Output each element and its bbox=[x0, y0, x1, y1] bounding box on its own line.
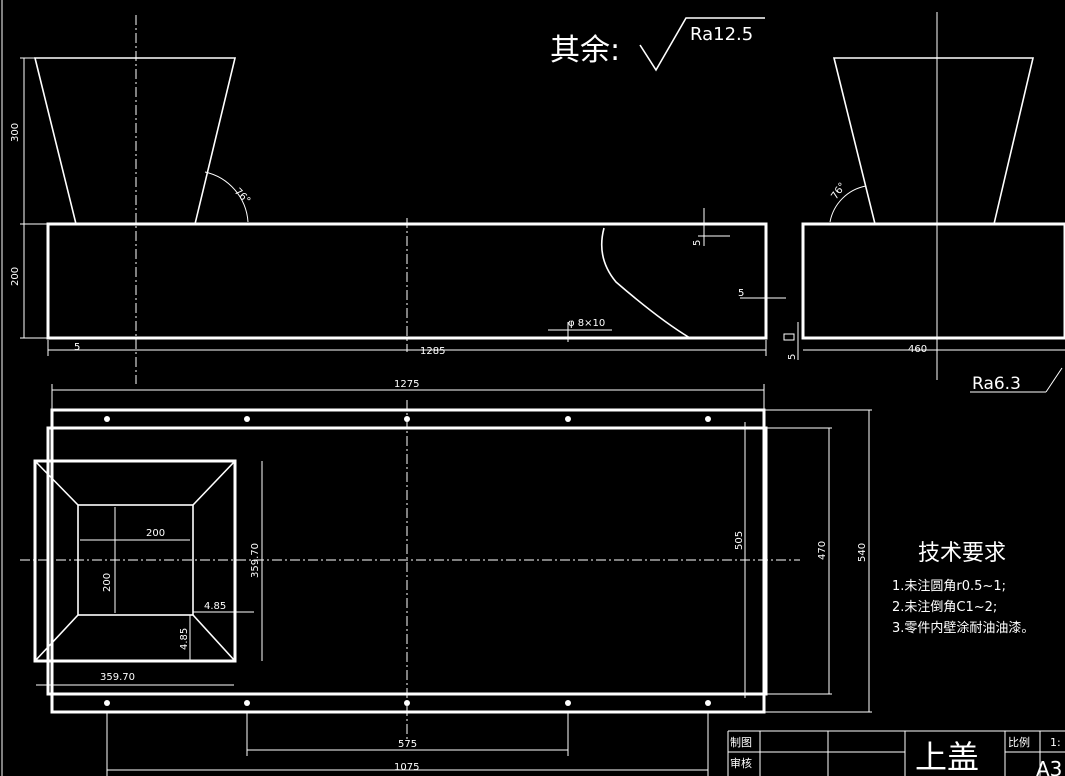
dim-wall-b: 5 bbox=[738, 288, 744, 299]
title-part-name: 上盖 bbox=[915, 738, 979, 776]
title-block bbox=[727, 730, 1065, 776]
dim-wall-d: 5 bbox=[787, 354, 798, 360]
surface-prefix: 其余: bbox=[550, 33, 620, 68]
side-view bbox=[783, 57, 1065, 393]
title-scale-label: 比例 bbox=[1008, 735, 1030, 749]
title-sheet: A3 bbox=[1036, 757, 1062, 776]
bolt-hole bbox=[244, 416, 250, 422]
roughness-label-secondary: Ra6.3 bbox=[972, 374, 1021, 394]
front-hopper bbox=[33, 57, 237, 225]
dim-angle-right: 76° bbox=[829, 181, 848, 202]
dim-bolt-575: 575 bbox=[398, 739, 417, 750]
roughness-label: Ra12.5 bbox=[690, 24, 753, 45]
dim-470: 470 bbox=[817, 541, 828, 560]
dim-505: 505 bbox=[734, 531, 745, 550]
bolt-hole bbox=[705, 700, 711, 706]
frame-border bbox=[1, 0, 938, 776]
tech-req-item: 3.零件内壁涂耐油油漆。 bbox=[892, 620, 1034, 636]
side-hopper bbox=[832, 57, 1035, 225]
plan-view bbox=[20, 384, 872, 776]
bolt-hole bbox=[104, 416, 110, 422]
tech-req-item: 1.未注圆角r0.5~1; bbox=[892, 579, 1006, 594]
bolt-hole bbox=[565, 700, 571, 706]
dim-wall-a: 5 bbox=[692, 240, 703, 246]
roughness-symbol bbox=[639, 17, 765, 72]
dim-front-height-bottom: 200 bbox=[10, 267, 21, 286]
dim-hole: φ 8×10 bbox=[568, 318, 605, 329]
dim-opening-inner-v: 200 bbox=[102, 573, 113, 592]
dim-opening-outer-v: 359.70 bbox=[250, 543, 261, 578]
front-inner-curve bbox=[600, 227, 691, 339]
bolt-hole bbox=[404, 416, 410, 422]
bolt-hole bbox=[244, 700, 250, 706]
dim-front-length: 1285 bbox=[420, 346, 445, 357]
bolt-hole bbox=[104, 700, 110, 706]
front-angle-arc bbox=[204, 171, 249, 223]
side-body bbox=[801, 222, 1065, 340]
plan-hopper-outer bbox=[33, 459, 237, 663]
plan-flange bbox=[50, 408, 766, 714]
dim-540: 540 bbox=[857, 543, 868, 562]
dim-bolt-1075: 1075 bbox=[394, 762, 419, 773]
bolt-hole bbox=[404, 700, 410, 706]
dim-plan-top-length: 1275 bbox=[394, 379, 419, 390]
tech-req-item: 2.未注倒角C1~2; bbox=[892, 600, 997, 615]
title-drawn: 制图 bbox=[730, 736, 752, 749]
dim-side-width: 460 bbox=[908, 344, 927, 355]
side-angle-arc bbox=[829, 185, 867, 223]
bolt-hole bbox=[565, 416, 571, 422]
dim-wall-h: 4.85 bbox=[204, 601, 226, 612]
plan-hopper-inner bbox=[77, 504, 194, 616]
front-view bbox=[20, 15, 786, 384]
dim-front-height-top: 300 bbox=[10, 123, 21, 142]
dim-wall-v: 4.85 bbox=[179, 628, 190, 650]
dim-wall-c: 5 bbox=[74, 342, 80, 353]
dim-opening-inner: 200 bbox=[146, 528, 165, 539]
tech-req-title: 技术要求 bbox=[918, 541, 1006, 566]
bolt-hole bbox=[705, 416, 711, 422]
title-scale-value: 1: bbox=[1050, 736, 1061, 749]
dim-opening-outer-h: 359.70 bbox=[100, 672, 135, 683]
title-checked: 审核 bbox=[730, 756, 752, 770]
bolt-holes bbox=[104, 416, 711, 706]
